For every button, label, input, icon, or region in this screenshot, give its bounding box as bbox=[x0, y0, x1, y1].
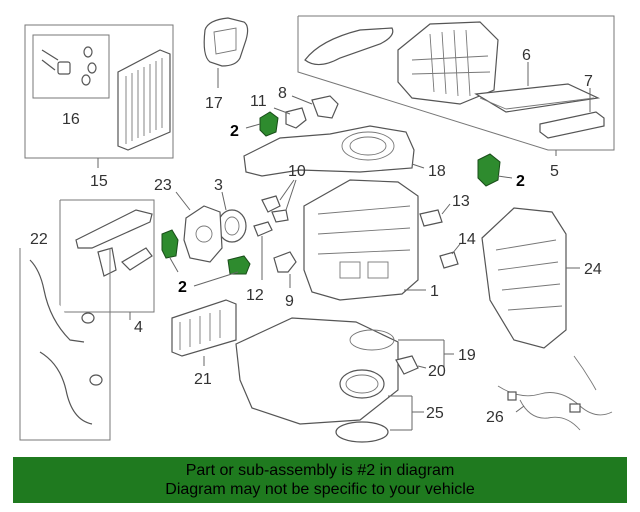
info-banner: Part or sub-assembly is #2 in diagram Di… bbox=[13, 457, 627, 503]
callout-5: 5 bbox=[550, 163, 559, 180]
heater-core bbox=[117, 49, 171, 151]
cabin-air-filter bbox=[474, 83, 601, 113]
callout-4: 4 bbox=[134, 319, 143, 336]
seal-strip bbox=[304, 27, 394, 66]
kit-box-15 bbox=[24, 24, 174, 159]
callout-26: 26 bbox=[486, 409, 504, 426]
callout-2-bottom: 2 bbox=[178, 279, 187, 296]
duct-upper bbox=[75, 209, 153, 249]
callout-15: 15 bbox=[90, 173, 108, 190]
callout-7: 7 bbox=[584, 73, 593, 90]
banner-line-2: Diagram may not be specific to your vehi… bbox=[165, 481, 475, 498]
callout-13: 13 bbox=[452, 193, 470, 210]
part-9: 9 bbox=[273, 251, 297, 310]
hose-lower bbox=[39, 351, 93, 425]
callout-22: 22 bbox=[30, 231, 48, 248]
part-8: 8 bbox=[278, 85, 339, 119]
callout-8: 8 bbox=[278, 85, 287, 102]
callout-14: 14 bbox=[458, 231, 476, 248]
duct-group: 4 bbox=[59, 199, 155, 336]
callout-11: 11 bbox=[250, 93, 267, 110]
blower-25: 25 bbox=[335, 369, 444, 443]
actuator-2-right: 2 bbox=[477, 153, 525, 190]
filter-group: 6 7 5 bbox=[297, 15, 615, 180]
part-11: 11 bbox=[250, 93, 307, 129]
part-13: 13 bbox=[419, 193, 470, 227]
banner-line-1: Part or sub-assembly is #2 in diagram bbox=[185, 462, 455, 479]
hoses-22: 22 bbox=[19, 231, 111, 441]
part-10: 10 bbox=[261, 163, 306, 223]
actuator-2-left: 2 bbox=[161, 229, 251, 296]
part-14: 14 bbox=[439, 231, 476, 269]
part-20: 20 bbox=[395, 355, 446, 380]
actuator-2-center bbox=[227, 255, 251, 275]
duct-lower bbox=[121, 247, 153, 271]
callout-16: 16 bbox=[62, 111, 80, 128]
callout-19: 19 bbox=[458, 347, 476, 364]
evaporator-21: 21 bbox=[171, 299, 237, 388]
callout-3: 3 bbox=[214, 177, 223, 194]
callout-2-top: 2 bbox=[230, 123, 239, 140]
part-23: 23 bbox=[154, 177, 223, 263]
heater-core-kit-group: 16 15 bbox=[24, 24, 174, 190]
seal-parts bbox=[41, 46, 97, 86]
callout-23: 23 bbox=[154, 177, 172, 194]
callout-17: 17 bbox=[205, 95, 223, 112]
bracket bbox=[97, 247, 117, 277]
wiring-harness-26: 26 bbox=[486, 355, 613, 431]
seal-17: 17 bbox=[203, 17, 249, 112]
kit-box-16 bbox=[32, 34, 110, 99]
callout-12: 12 bbox=[246, 287, 264, 304]
callout-21: 21 bbox=[194, 371, 212, 388]
part-24: 24 bbox=[481, 207, 602, 349]
callout-18: 18 bbox=[428, 163, 446, 180]
callout-24: 24 bbox=[584, 261, 602, 278]
callout-20: 20 bbox=[428, 363, 446, 380]
upper-housing-18: 18 bbox=[243, 125, 446, 180]
part-12: 12 bbox=[246, 221, 273, 304]
actuator-2-top: 2 bbox=[230, 111, 279, 140]
callout-10: 10 bbox=[288, 163, 306, 180]
callout-1: 1 bbox=[430, 283, 439, 300]
callout-25: 25 bbox=[426, 405, 444, 422]
filter-door bbox=[539, 111, 605, 139]
callout-6: 6 bbox=[522, 47, 531, 64]
part-3: 3 bbox=[214, 177, 247, 243]
upper-case bbox=[397, 21, 499, 105]
hose-upper bbox=[29, 259, 85, 343]
hvac-case-1: 1 bbox=[303, 179, 439, 301]
callout-9: 9 bbox=[285, 293, 294, 310]
callout-2-right: 2 bbox=[516, 173, 525, 190]
